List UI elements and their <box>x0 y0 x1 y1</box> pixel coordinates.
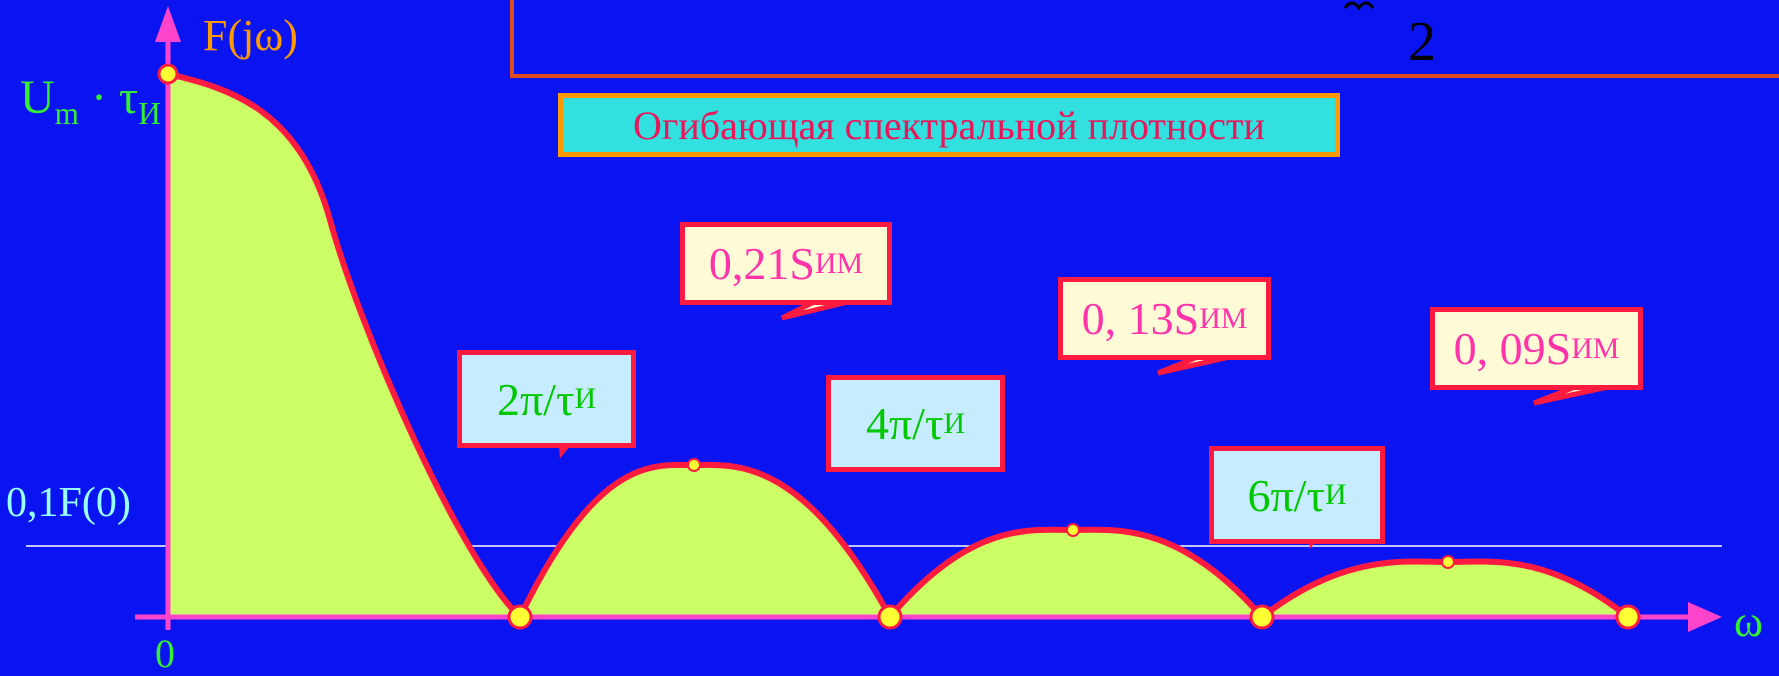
threshold-label: 0,1F(0) <box>6 480 131 526</box>
formula-box <box>510 0 1779 78</box>
side-lobe-peak-marker <box>1441 555 1455 569</box>
zero-crossing-marker <box>1249 604 1275 630</box>
side-lobe-peak-marker <box>687 458 701 472</box>
zero-crossing-marker <box>1615 604 1641 630</box>
side-lobe-peak-marker <box>1066 523 1080 537</box>
x-axis-label: ω <box>1734 597 1763 646</box>
envelope-caption-text: Огибающая спектральной плотности <box>633 102 1265 148</box>
origin-max-marker <box>157 63 179 85</box>
curve-markers <box>157 63 1641 630</box>
origin-label: 0 <box>155 631 175 676</box>
zero-crossing-marker <box>507 604 533 630</box>
f-axis-arrow <box>155 6 181 42</box>
envelope-caption: Огибающая спектральной плотности <box>558 93 1340 157</box>
ymax-label: Um · τИ <box>20 71 161 131</box>
formula-omega-fragment <box>1343 1 1375 11</box>
spectrum-envelope-curve <box>165 71 1631 620</box>
formula-denominator: 2 <box>1408 11 1436 73</box>
omega-axis-arrow <box>1688 602 1722 632</box>
y-axis-label: F(jω) <box>203 11 298 60</box>
zero-crossing-marker <box>877 604 903 630</box>
